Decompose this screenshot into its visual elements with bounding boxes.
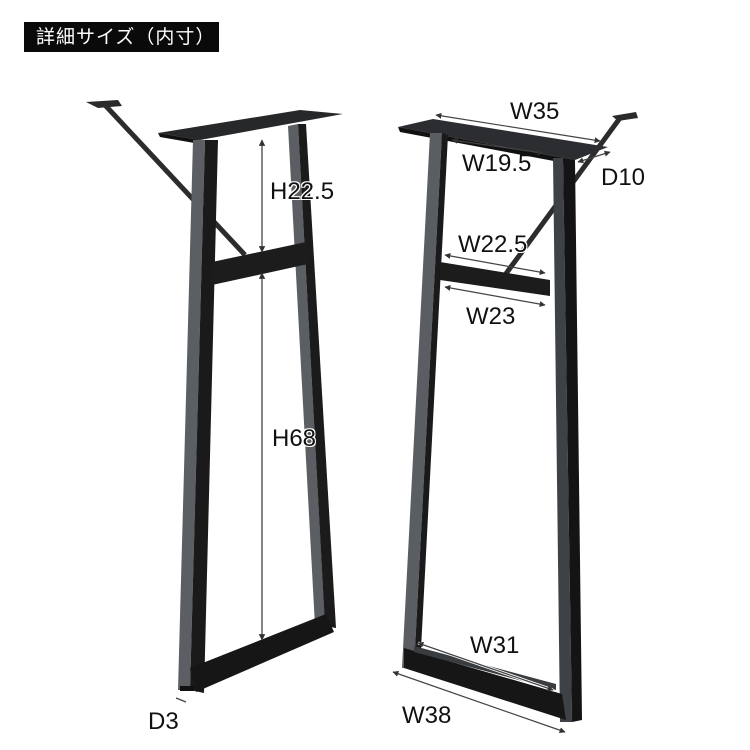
label-top-plate-width: W35 (510, 98, 560, 125)
left-leg (86, 100, 343, 703)
label-lower-height: H68 (272, 425, 317, 452)
right-leg (392, 112, 638, 734)
label-crossbar-bottom-width: W23 (466, 303, 516, 330)
label-bottom-outer-width: W38 (402, 702, 452, 729)
label-crossbar-top-width: W22.5 (458, 231, 528, 258)
label-plate-depth: D10 (601, 164, 646, 191)
title-badge: 詳細サイズ（内寸） (24, 22, 219, 52)
label-top-inner-width: W19.5 (462, 150, 532, 177)
label-depth: D3 (148, 708, 179, 735)
label-bottom-inner-width: W31 (470, 632, 520, 659)
label-upper-height: H22.5 (270, 178, 335, 205)
